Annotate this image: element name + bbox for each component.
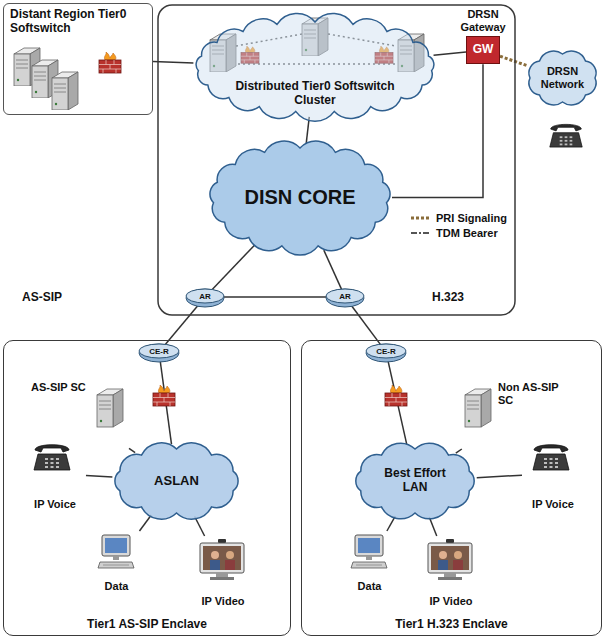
gateway-box: DRSN GatewayGW: [448, 8, 518, 80]
node-label: AS-SIP SC: [31, 381, 86, 394]
firewall-icon: [385, 385, 407, 406]
computer-device: Data: [342, 531, 397, 593]
computer-icon: [351, 535, 387, 568]
computer-device: Data: [89, 531, 144, 593]
legend-text: TDM Bearer: [436, 227, 498, 239]
connector: [86, 475, 112, 477]
network-cloud: DRSN Network: [522, 46, 603, 110]
lan-cloud: ASLAN: [109, 441, 244, 521]
router-body: [186, 289, 224, 307]
lan-cloud: Best Effort LAN: [350, 441, 480, 521]
connector: [139, 515, 151, 531]
node-label: AR: [339, 292, 351, 301]
router-top: [139, 344, 179, 358]
node-label: DRSN Gateway: [448, 8, 518, 33]
computer-icon: [98, 535, 134, 568]
node-label: ASLAN: [154, 474, 199, 489]
phone-icon: [550, 124, 582, 147]
video-device: IP Video: [189, 536, 257, 608]
connector: [429, 517, 437, 536]
firewall-icon: [153, 385, 175, 406]
server-icon: [97, 389, 123, 427]
legend-row: TDM Bearer: [410, 227, 507, 239]
core-cloud: DISN CORE: [205, 140, 395, 255]
gateway-device: GW: [466, 36, 500, 64]
connector: [477, 475, 522, 477]
node-label: IP Video: [429, 595, 472, 608]
cloud-outline: [356, 443, 474, 519]
router-body: [139, 344, 179, 362]
connector: [500, 56, 528, 66]
legend-sample: [410, 213, 432, 223]
node-label: Tier1 AS-SIP Enclave: [87, 618, 207, 632]
connector: [434, 52, 466, 55]
connector: [212, 245, 255, 290]
connector: [153, 62, 193, 63]
connector: [351, 305, 381, 345]
video-icon: [428, 539, 472, 580]
connector: [324, 250, 342, 289]
router-top: [186, 289, 224, 303]
node-label: Tier1 H.323 Enclave: [395, 618, 508, 632]
connector: [165, 304, 199, 344]
router-body: [366, 344, 406, 362]
cloud-outline: [196, 14, 434, 122]
node-label: CE-R: [149, 347, 169, 356]
video-icon: [200, 539, 244, 580]
firewall-icon: [99, 52, 121, 73]
node-label: IP Video: [201, 595, 244, 608]
region-label: AS-SIP: [22, 290, 62, 304]
node-label: Best Effort LAN: [372, 467, 458, 495]
node-label: DISN CORE: [244, 186, 355, 209]
node-label: AR: [199, 292, 211, 301]
phone-device: IP Voice: [24, 436, 86, 511]
call-server: Non AS-SIP SC: [458, 379, 568, 449]
cloud-outline: [529, 51, 596, 105]
call-server: AS-SIP SC: [29, 379, 129, 449]
node-label: IP Voice: [34, 498, 76, 511]
server-icon: [465, 389, 491, 427]
legend: PRI SignalingTDM Bearer: [410, 212, 507, 242]
region-box: Distant Region Tier0 Softswitch: [3, 3, 153, 115]
cloud-outline: [210, 141, 390, 255]
legend-text: PRI Signaling: [436, 212, 507, 224]
node-label: Non AS-SIP SC: [498, 381, 564, 406]
node-label: Distributed Tier0 Softswitch Cluster: [230, 80, 400, 108]
router: CE-R: [365, 341, 407, 363]
phone-icon: [533, 445, 569, 470]
core-region-box: [158, 5, 515, 315]
node-label: IP Voice: [532, 498, 574, 511]
server-icon: [52, 72, 78, 110]
router-body: [326, 289, 364, 307]
legend-line: [411, 232, 431, 234]
router: CE-R: [138, 341, 180, 363]
legend-sample: [410, 228, 432, 238]
node-label: Distant Region Tier0 Softswitch: [10, 8, 140, 36]
video-device: IP Video: [417, 536, 485, 608]
connector: [456, 449, 462, 453]
router-top: [326, 289, 364, 303]
node-label: Data: [105, 580, 129, 593]
connector: [222, 296, 328, 298]
cluster-cloud: Distributed Tier0 Softswitch Cluster: [190, 14, 440, 120]
enclave-box: Tier1 H.323 Enclave Non AS-SIP SC Best Eff…: [301, 340, 602, 636]
enclave-box: Tier1 AS-SIP Enclave AS-SIP SC ASLAN IP Voi…: [3, 340, 291, 636]
router: AR: [325, 286, 365, 308]
router-top: [366, 344, 406, 358]
legend-row: PRI Signaling: [410, 212, 507, 224]
router: AR: [185, 286, 225, 308]
legend-line: [411, 217, 431, 220]
cloud-outline: [115, 443, 238, 519]
region-label: H.323: [432, 290, 464, 304]
node-label: DRSN Network: [534, 65, 592, 90]
node-label: GW: [473, 43, 494, 57]
node-label: Data: [358, 580, 382, 593]
connector: [129, 448, 135, 452]
node-label: CE-R: [376, 347, 396, 356]
phone-icon: [34, 445, 70, 470]
phone-device: IP Voice: [522, 436, 584, 511]
